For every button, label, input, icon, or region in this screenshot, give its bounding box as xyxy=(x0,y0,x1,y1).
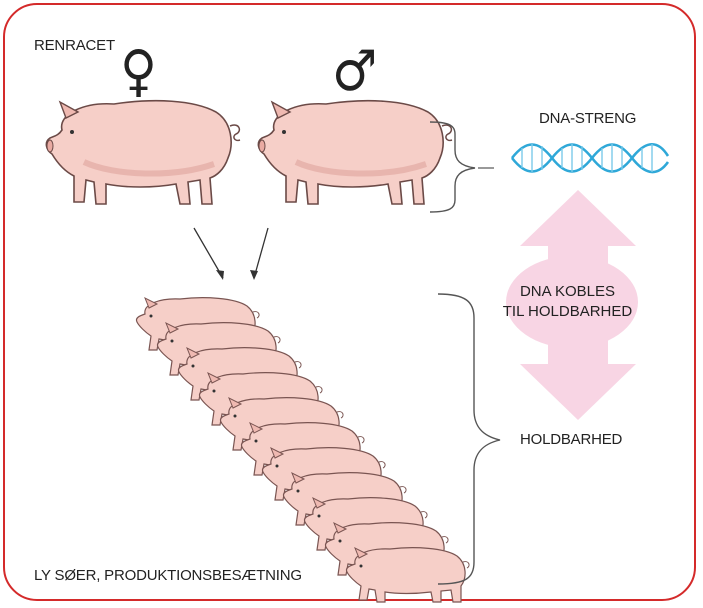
durability-label: HOLDBARHED xyxy=(520,431,622,448)
female-pig xyxy=(46,101,240,204)
dna-link-line2: TIL HOLDBARHED xyxy=(500,302,635,322)
arrow-right xyxy=(254,228,268,278)
male-symbol-icon: ♂ xyxy=(332,44,377,100)
sow-herd xyxy=(136,298,469,602)
dna-link-label: DNA KOBLES TIL HOLDBARHED xyxy=(500,282,635,322)
female-symbol-icon: ♀ xyxy=(120,44,157,100)
lower-brace xyxy=(438,294,500,584)
male-pig xyxy=(258,101,452,204)
dna-strand-label: DNA-STRENG xyxy=(539,110,636,127)
purebred-label: RENRACET xyxy=(34,37,115,54)
dna-link-line1: DNA KOBLES xyxy=(500,282,635,302)
sows-label: LY SØER, PRODUKTIONSBESÆTNING xyxy=(34,567,302,584)
dna-helix-icon xyxy=(512,144,668,172)
